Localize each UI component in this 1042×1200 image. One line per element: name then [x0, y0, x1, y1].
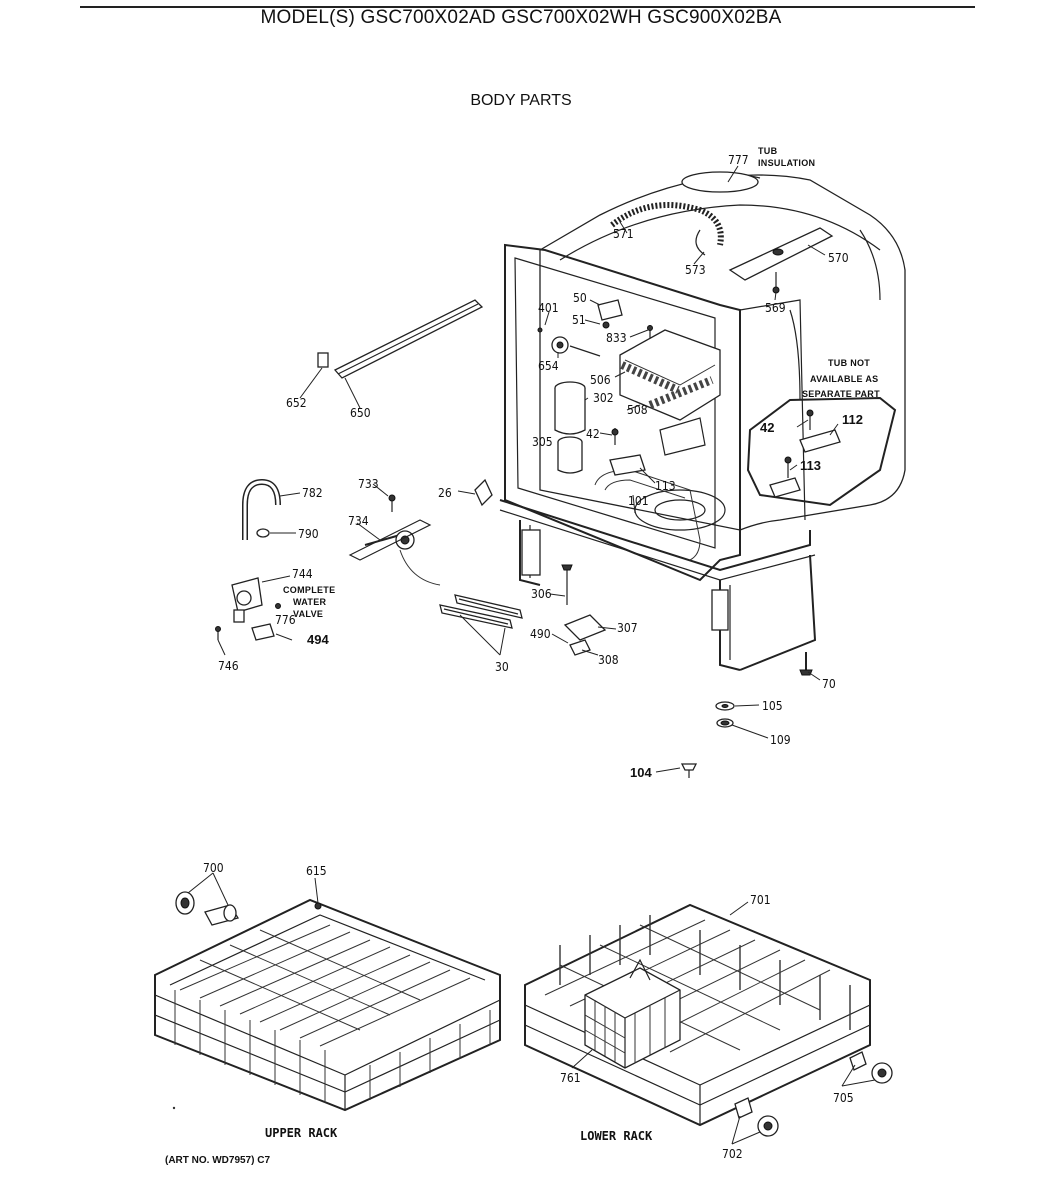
label-305: 305	[532, 435, 553, 449]
label-705: 705	[833, 1091, 854, 1105]
note-water: WATER	[293, 597, 327, 607]
note-insulation: INSULATION	[758, 158, 815, 168]
label-307: 307	[617, 621, 638, 635]
label-494: 494	[307, 632, 329, 647]
label-104: 104	[630, 765, 652, 780]
lower-rack	[524, 903, 893, 1137]
label-733: 733	[358, 477, 379, 491]
header-rule	[80, 6, 975, 8]
page-title: MODEL(S) GSC700X02AD GSC700X02WH GSC900X…	[260, 7, 782, 28]
label-777: 777	[728, 153, 749, 167]
label-101: 101	[628, 494, 649, 508]
note-complete: COMPLETE	[283, 585, 335, 595]
label-833: 833	[606, 331, 627, 345]
label-51: 51	[572, 313, 586, 327]
label-782: 782	[302, 486, 323, 500]
art-number: (ART NO. WD7957) C7	[165, 1155, 270, 1166]
note-available-as: AVAILABLE AS	[810, 374, 878, 384]
label-112: 112	[842, 412, 863, 427]
left-loose-parts	[215, 299, 523, 641]
label-302: 302	[593, 391, 614, 405]
label-701: 701	[750, 893, 771, 907]
label-401: 401	[538, 301, 559, 315]
label-30: 30	[495, 660, 509, 674]
label-308: 308	[598, 653, 619, 667]
tub-assembly	[474, 171, 906, 778]
label-790: 790	[298, 527, 319, 541]
speck	[172, 1106, 176, 1110]
note-valve: VALVE	[293, 609, 323, 619]
label-654: 654	[538, 359, 559, 373]
label-734: 734	[348, 514, 369, 528]
label-650: 650	[350, 406, 371, 420]
label-573: 573	[685, 263, 706, 277]
upper-rack	[154, 891, 501, 1112]
label-702: 702	[722, 1147, 743, 1161]
label-744: 744	[292, 567, 313, 581]
label-776: 776	[275, 613, 296, 627]
note-separate-part: SEPARATE PART	[802, 389, 880, 399]
section-title: BODY PARTS	[470, 92, 572, 109]
label-42-inset: 42	[760, 420, 774, 435]
part-number-labels: 777 TUB INSULATION 571 573 570 569 50 40…	[203, 146, 880, 1161]
label-746: 746	[218, 659, 239, 673]
label-761: 761	[560, 1071, 581, 1085]
label-508: 508	[627, 403, 648, 417]
label-700: 700	[203, 861, 224, 875]
label-652: 652	[286, 396, 307, 410]
label-113-inside: 113	[655, 479, 676, 493]
caption-lower-rack: LOWER RACK	[580, 1129, 653, 1143]
label-26: 26	[438, 486, 452, 500]
label-571: 571	[613, 227, 634, 241]
label-490: 490	[530, 627, 551, 641]
label-506: 506	[590, 373, 611, 387]
label-105: 105	[762, 699, 783, 713]
label-569: 569	[765, 301, 786, 315]
label-306: 306	[531, 587, 552, 601]
leader-lines	[187, 165, 876, 1145]
label-570: 570	[828, 251, 849, 265]
label-615: 615	[306, 864, 327, 878]
note-tub: TUB	[758, 146, 778, 156]
note-tub-not: TUB NOT	[828, 358, 870, 368]
caption-upper-rack: UPPER RACK	[265, 1126, 338, 1140]
label-42-inside: 42	[586, 427, 600, 441]
label-109: 109	[770, 733, 791, 747]
label-50: 50	[573, 291, 587, 305]
label-70: 70	[822, 677, 836, 691]
label-113-inset: 113	[800, 458, 821, 473]
